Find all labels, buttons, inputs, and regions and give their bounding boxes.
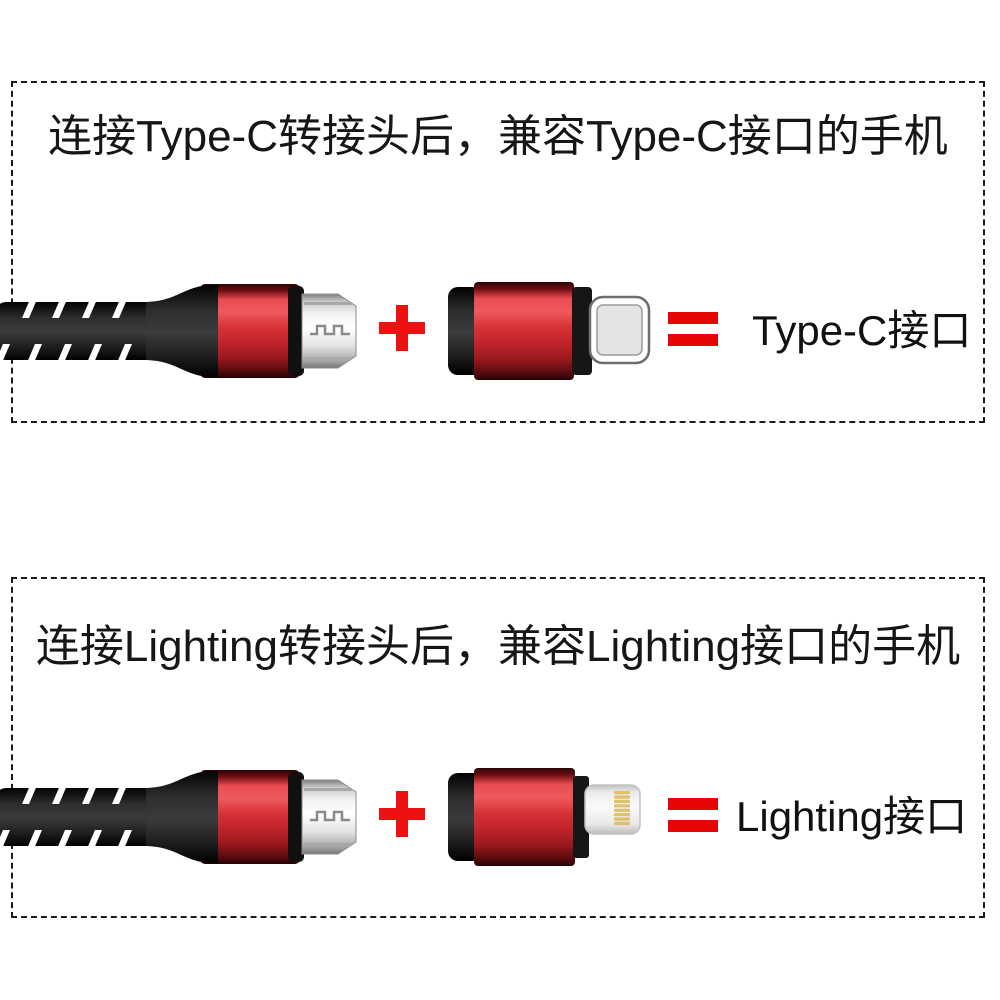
lightning-adapter-graphic: [448, 768, 641, 866]
panel-lighting: 连接Lighting转接头后，兼容Lighting接口的手机: [11, 577, 985, 918]
braid-stripes: [0, 297, 132, 365]
adapter-front-collar: [572, 287, 592, 375]
braided-cable-micro-usb-graphic: [0, 770, 357, 864]
micro-usb-connector: [301, 293, 357, 369]
lighting-result-label: Lighting接口: [736, 793, 968, 840]
braided-cable: [0, 297, 164, 365]
type-c-result-label: Type-C接口: [752, 307, 972, 354]
type-c-adapter-graphic: [448, 282, 651, 380]
cable-red-barrel: [200, 770, 304, 864]
braided-cable: [0, 783, 164, 851]
equals-icon: [668, 798, 718, 832]
braided-cable-micro-usb-graphic: [0, 284, 357, 378]
equals-icon: [668, 312, 718, 346]
braid-stripes: [0, 783, 132, 851]
adapter-rear-cap: [448, 287, 482, 375]
cable-strain-relief: [146, 285, 218, 377]
micro-usb-connector: [301, 779, 357, 855]
panel-lighting-title: 连接Lighting转接头后，兼容Lighting接口的手机: [35, 622, 961, 671]
plus-icon: [379, 791, 425, 837]
cable-strain-relief: [146, 771, 218, 863]
type-c-connector: [588, 295, 651, 365]
adapter-red-body: [474, 282, 574, 380]
lightning-gold-pads: [614, 791, 630, 826]
plus-icon: [379, 305, 425, 351]
cable-red-barrel: [200, 284, 304, 378]
panel-type-c-title: 连接Type-C转接头后，兼容Type-C接口的手机: [48, 112, 948, 161]
lightning-connector: [584, 784, 641, 835]
adapter-red-body: [474, 768, 575, 866]
